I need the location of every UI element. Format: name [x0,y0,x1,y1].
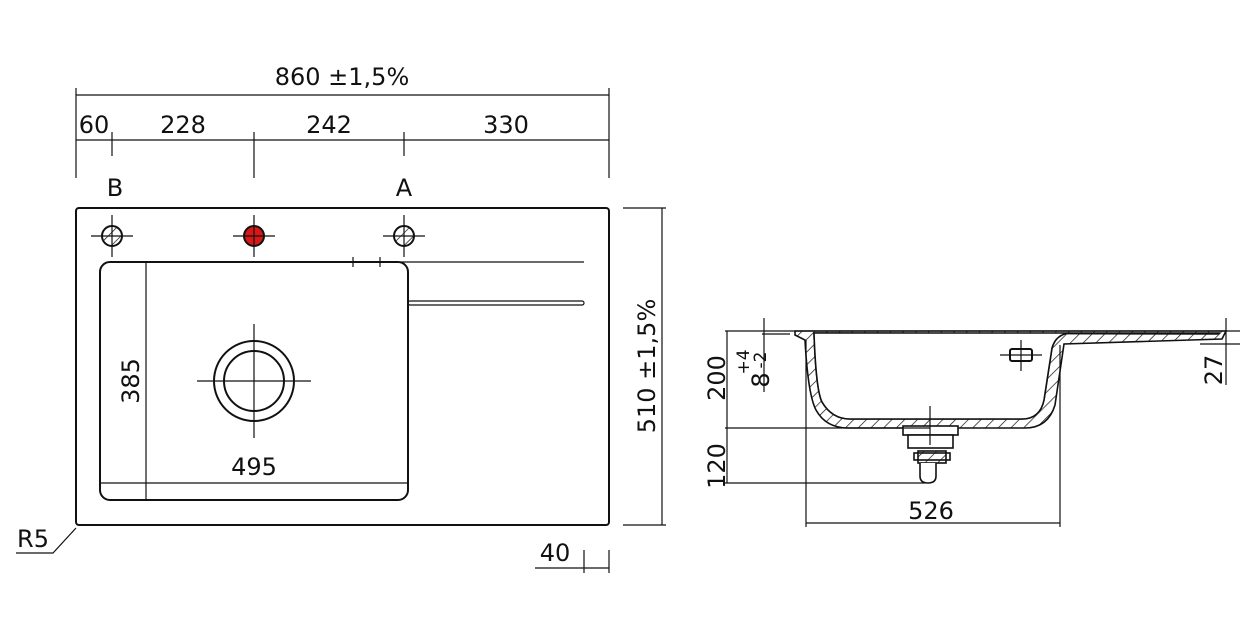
tolerance-minus-label: -2 [751,352,771,369]
bowl-depth-dimension: 385 [117,262,147,500]
drain-hole [197,324,311,438]
rim-thickness-label: 8 [747,372,775,387]
hole-spacing-dimension: 60 228 242 330 [76,111,609,178]
tap-hole-b [91,215,133,257]
bowl-height-label: 200 [703,355,731,401]
overall-width-label: 860 ±1,5% [275,63,410,91]
overall-width-dimension: 860 ±1,5% [75,63,610,178]
drainer-groove [407,300,585,306]
corner-radius-label: R5 [17,525,49,553]
bowl-width-label: 495 [231,453,277,481]
drain-fitting [902,406,959,484]
bowl-depth-label: 385 [117,358,145,404]
hole-label-a: A [396,174,413,202]
rim-thickness-dimension: 8 +4 -2 [734,318,790,392]
overall-depth-label: 510 ±1,5% [633,299,661,434]
top-view: 860 ±1,5% 60 228 242 330 B A [16,63,666,573]
tap-hole-highlighted [233,215,275,257]
segment-label: 242 [306,111,352,139]
overflow-icon [1000,340,1042,371]
segment-label: 330 [483,111,529,139]
sink-outline [75,207,610,526]
tap-hole-a [383,215,425,257]
bowl-height-dimension: 200 120 [703,331,930,489]
edge-offset-dimension: 40 [535,539,610,573]
section-view: 200 120 8 +4 -2 526 27 [703,318,1240,527]
bowl-outer-width-label: 526 [908,497,954,525]
bowl-outer-width-dimension: 526 [805,340,1061,527]
segment-label: 228 [160,111,206,139]
drain-height-label: 120 [703,443,731,489]
segment-label: 60 [79,111,110,139]
overall-depth-dimension: 510 ±1,5% [623,207,666,526]
tolerance-plus-label: +4 [734,349,754,374]
bowl-width-dimension: 495 [100,453,408,484]
hole-label-b: B [107,174,123,202]
corner-radius-callout: R5 [16,525,77,554]
edge-offset-label: 40 [540,539,571,567]
drainer-height-dimension: 27 [1200,318,1240,385]
bowl-outline [99,261,409,501]
drainer-height-label: 27 [1200,355,1228,386]
